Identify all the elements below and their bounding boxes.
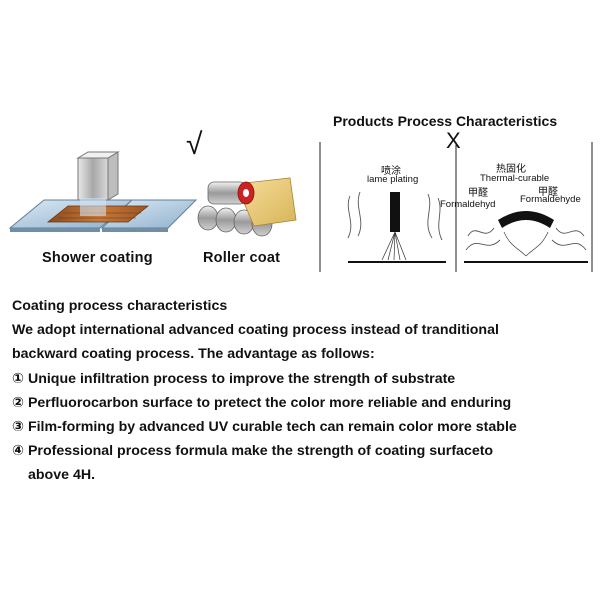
roller-coat-caption: Roller coat <box>203 250 281 266</box>
process-title: Products Process Characteristics <box>333 113 558 129</box>
spray-illustration <box>347 191 446 263</box>
advantage-point-2: ② Perfluorocarbon surface to pretect the… <box>12 394 512 411</box>
left-formaldehyde-label: Formaldehyd <box>440 199 496 210</box>
advantage-point-4-continued: above 4H. <box>28 467 96 484</box>
thermal-cjk-label: 热固化 <box>496 164 526 175</box>
description-intro-line2: backward coating process. The advantage … <box>12 346 375 363</box>
thermal-illustration <box>464 211 588 263</box>
advantage-point-1: ① Unique infiltration process to improve… <box>12 370 456 387</box>
advantage-point-3: ③ Film-forming by advanced UV curable te… <box>12 419 517 436</box>
advantage-point-4: ④ Professional process formula make the … <box>12 443 494 460</box>
description-heading: Coating process characteristics <box>12 298 228 314</box>
coating-description: Coating process characteristics We adopt… <box>12 294 592 488</box>
shower-coating-illustration <box>8 151 198 232</box>
right-formaldehyde-cjk: 甲醛 <box>538 187 558 198</box>
spray-cjk-label: 喷涂 <box>381 166 401 177</box>
check-mark-icon: √ <box>186 128 203 161</box>
cross-mark-icon: X <box>446 128 461 153</box>
left-formaldehyde-cjk: 甲醛 <box>468 188 488 199</box>
spray-label: lame plating <box>367 174 419 185</box>
shower-coating-caption: Shower coating <box>42 250 153 266</box>
roller-coating-illustration <box>197 177 297 237</box>
description-intro-line1: We adopt international advanced coating … <box>12 322 499 339</box>
thermal-label: Thermal-curable <box>480 173 550 184</box>
process-frame <box>319 142 593 272</box>
right-formaldehyde-label: Formaldehyde <box>520 194 581 205</box>
